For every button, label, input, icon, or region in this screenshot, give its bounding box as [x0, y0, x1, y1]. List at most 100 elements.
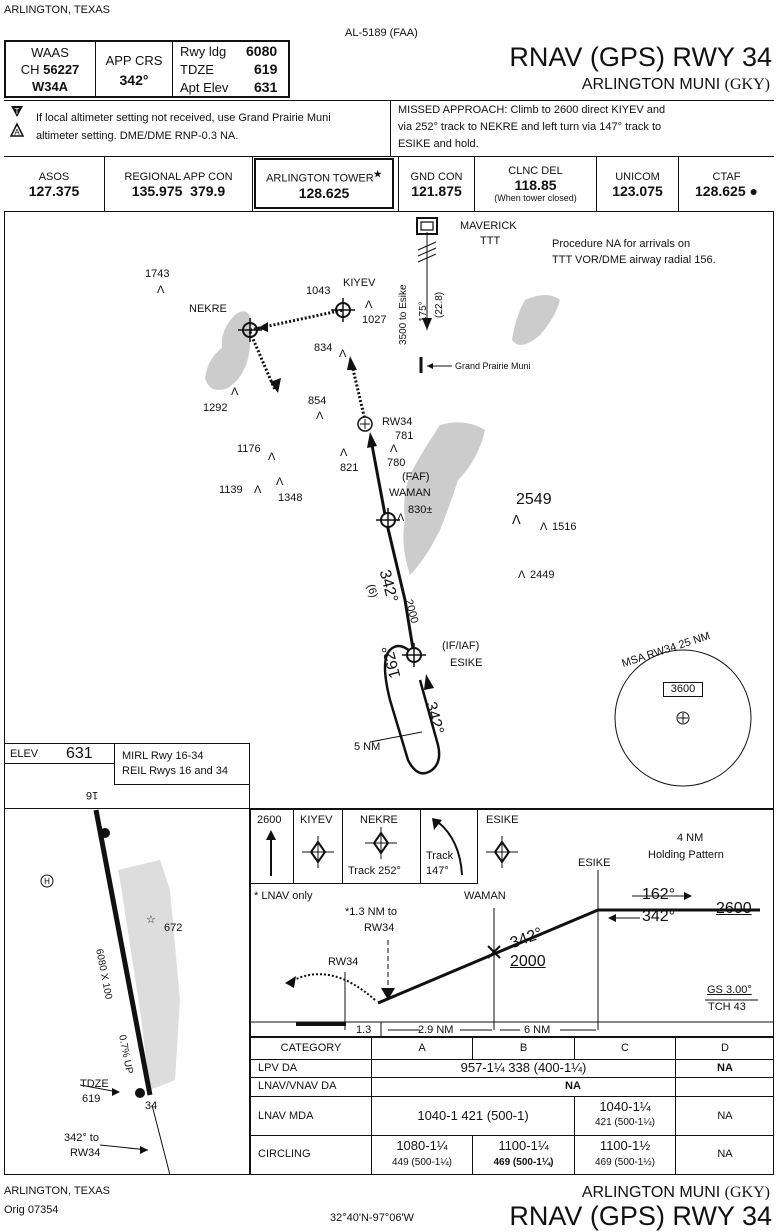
- missed-arc: [289, 973, 376, 1001]
- obstacle-elev: 1043: [306, 285, 331, 297]
- airport-diagram-drawing: H: [40, 809, 180, 1176]
- arrow-icon: [424, 674, 434, 690]
- airport-code: (GKY): [724, 76, 770, 93]
- kiyev-fix-icon: [302, 836, 334, 868]
- lpv-value: 957-1¼ 338 (400-1¼): [460, 1060, 587, 1075]
- airway-break-icon: [417, 241, 437, 263]
- missed-path: [350, 364, 367, 421]
- app-crs-value: 342°: [119, 72, 149, 88]
- ch-value: 56227: [43, 62, 80, 77]
- rwy-ldg-label: Rwy ldg: [180, 44, 227, 59]
- obstacle-icon: Λ: [339, 348, 347, 360]
- obstacle-elev: 781: [395, 430, 414, 442]
- divider: [4, 763, 114, 764]
- divider: [342, 809, 343, 884]
- arrow-icon: [347, 356, 357, 370]
- minimums-table: [250, 1037, 774, 1175]
- arrow-icon: [266, 830, 276, 840]
- final-course-line: [370, 444, 416, 656]
- apt-elev-value: 631: [254, 79, 278, 95]
- missed-nekre-track: Track 252°: [348, 865, 401, 877]
- tdze-label: TDZE: [180, 62, 214, 77]
- missed-track-label: Track: [426, 850, 454, 862]
- profile-fix-alt: 2000: [510, 953, 546, 970]
- obstacle-star-icon: ☆: [146, 914, 156, 926]
- waypoint-kiyev-icon: [331, 298, 355, 322]
- divider: [574, 1096, 575, 1175]
- esike-fix-icon: [486, 836, 518, 868]
- circ-a2: 449 (500-1¼): [391, 1157, 453, 1168]
- col-header: A: [418, 1042, 426, 1054]
- divider: [114, 743, 115, 784]
- col-header: D: [721, 1042, 729, 1054]
- comm-label: CTAF: [712, 171, 741, 183]
- lnav-ab: 1040-1 421 (500-1): [417, 1108, 529, 1123]
- note-line-2: altimeter setting. DME/DME RNP-0.3 NA.: [36, 130, 239, 142]
- waypoint-nekre-icon: [238, 318, 262, 342]
- dist-1: 1.3: [356, 1024, 372, 1036]
- arrow-icon: [270, 378, 281, 393]
- iaf-label: (IF/IAF): [442, 640, 480, 652]
- airport-diagram: [4, 743, 250, 1175]
- footer-orig: Orig 07354: [4, 1204, 59, 1216]
- to-rw-note-2: RW34: [364, 922, 395, 934]
- profile-hold-in: 342°: [642, 908, 676, 925]
- to-rw-note: *1.3 NM to: [345, 906, 397, 918]
- course-rw-label: RW34: [70, 1147, 101, 1159]
- elev-value: 631: [66, 745, 93, 762]
- obstacle-elev: 1348: [278, 492, 303, 504]
- pointer-line: [79, 1084, 119, 1093]
- footer-airport: ARLINGTON MUNI (GKY): [582, 1184, 770, 1202]
- missed-track-value: 147°: [426, 865, 449, 877]
- rwy-ldg-value: 6080: [246, 43, 278, 59]
- waas-label: WAAS: [31, 45, 69, 60]
- divider: [250, 1135, 774, 1136]
- divider: [390, 100, 391, 156]
- obstacle-elev-highest: 2549: [516, 491, 552, 508]
- lights-line-1: MIRL Rwy 16-34: [122, 750, 204, 762]
- obstacle-elev: 1516: [552, 521, 577, 533]
- arrow-icon: [684, 892, 692, 900]
- obstacle-elev: 780: [387, 457, 406, 469]
- svg-text:A: A: [14, 128, 20, 137]
- obstacle-icon: Λ: [518, 569, 526, 581]
- briefing-strip: [4, 40, 290, 98]
- missed-line-3: ESIKE and hold.: [398, 138, 479, 150]
- obstacle-icon: Λ: [157, 284, 165, 296]
- comm-label: GND CON: [410, 171, 463, 183]
- comm-freq: 118.85: [514, 177, 557, 193]
- arrow-icon: [427, 363, 433, 369]
- obstacle-icon: Λ: [390, 443, 398, 455]
- obstacle-elev: 1027: [362, 314, 387, 326]
- lake-shape: [403, 422, 485, 575]
- col-header: CATEGORY: [280, 1042, 342, 1054]
- obstacle-icon: Λ: [540, 521, 548, 533]
- helipad-icon: [40, 874, 54, 888]
- lake-shape: [205, 311, 252, 391]
- row-label: CIRCLING: [258, 1148, 311, 1160]
- maverick-label: MAVERICK: [460, 220, 517, 232]
- col-header: B: [519, 1042, 528, 1054]
- glideslope: GS 3.00°: [707, 984, 752, 996]
- waman-fix-icon: [487, 945, 501, 959]
- holding-label: Holding Pattern: [648, 849, 724, 861]
- runway-16-34: [93, 809, 153, 1096]
- comm-freq: 123.075: [612, 183, 663, 199]
- helipad-h: H: [44, 877, 50, 886]
- obstacle-icon: Λ: [340, 447, 348, 459]
- divider: [398, 156, 399, 211]
- lighting-icon: ●: [749, 183, 758, 199]
- divider: [678, 156, 679, 211]
- divider: [596, 156, 597, 211]
- lake-shape: [512, 295, 560, 345]
- comm-label: ARLINGTON TOWER: [266, 172, 374, 185]
- tdze-value: 619: [254, 61, 278, 77]
- descent-path: [377, 908, 599, 1005]
- footer-airport-code: (GKY): [724, 1184, 770, 1201]
- star-icon: ★: [373, 169, 382, 180]
- airport-name: ARLINGTON MUNI (GKY): [582, 76, 770, 94]
- obstacle-elev: 1292: [203, 402, 228, 414]
- dist-3: 6 NM: [524, 1024, 551, 1036]
- plan-view: [4, 211, 774, 809]
